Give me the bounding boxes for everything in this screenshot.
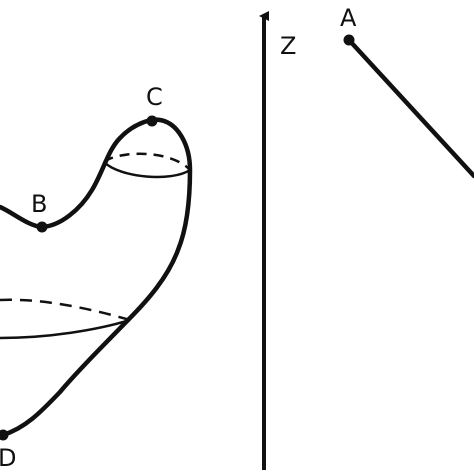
point-c-label: C [146,83,163,111]
lower-section-front [0,318,131,340]
upper-section-front [103,161,191,179]
point-a-label: A [340,4,357,32]
point-b-marker [36,221,48,233]
lower-section-back [0,298,131,322]
point-d-label: D [0,444,16,472]
point-d-marker [0,429,9,441]
point-c-marker [146,115,158,127]
surface-outline [0,117,193,438]
z-axis-label: Z [280,32,296,60]
segment-from-a [346,37,474,179]
upper-section-back [103,152,191,171]
point-b-label: B [31,190,47,218]
